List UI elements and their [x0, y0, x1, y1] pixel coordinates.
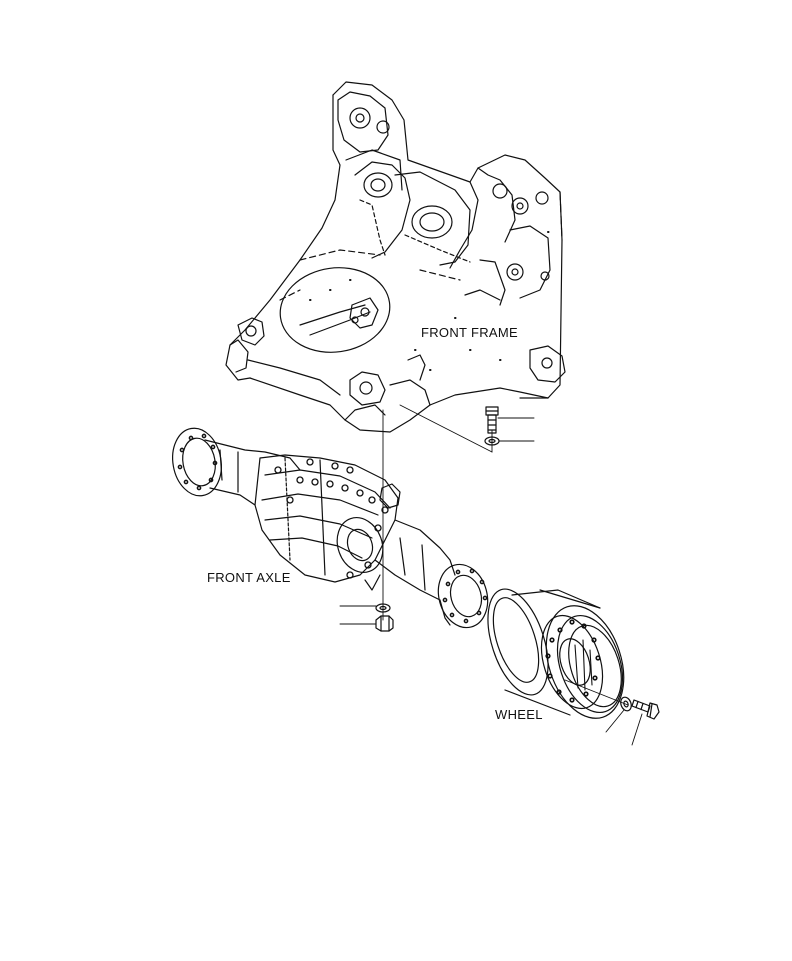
wheel-bolt-icon [632, 700, 659, 719]
axle-nut-icon [376, 616, 393, 631]
front-axle-drawing [167, 424, 494, 633]
wheel-label: WHEEL [495, 707, 543, 722]
frame-bolt-icon [486, 407, 498, 433]
leader-lines-top [498, 418, 534, 441]
leader-lines-wheel [606, 710, 642, 745]
alignment-lines [383, 405, 628, 705]
wheel-drawing [476, 582, 637, 729]
front-axle-label: FRONT AXLE [207, 570, 291, 585]
front-frame-drawing [226, 82, 565, 432]
leader-lines-axle [340, 606, 376, 624]
front-frame-label: FRONT FRAME [421, 325, 518, 340]
axle-washer-icon [376, 604, 390, 612]
wheel-washer-icon [619, 696, 633, 713]
